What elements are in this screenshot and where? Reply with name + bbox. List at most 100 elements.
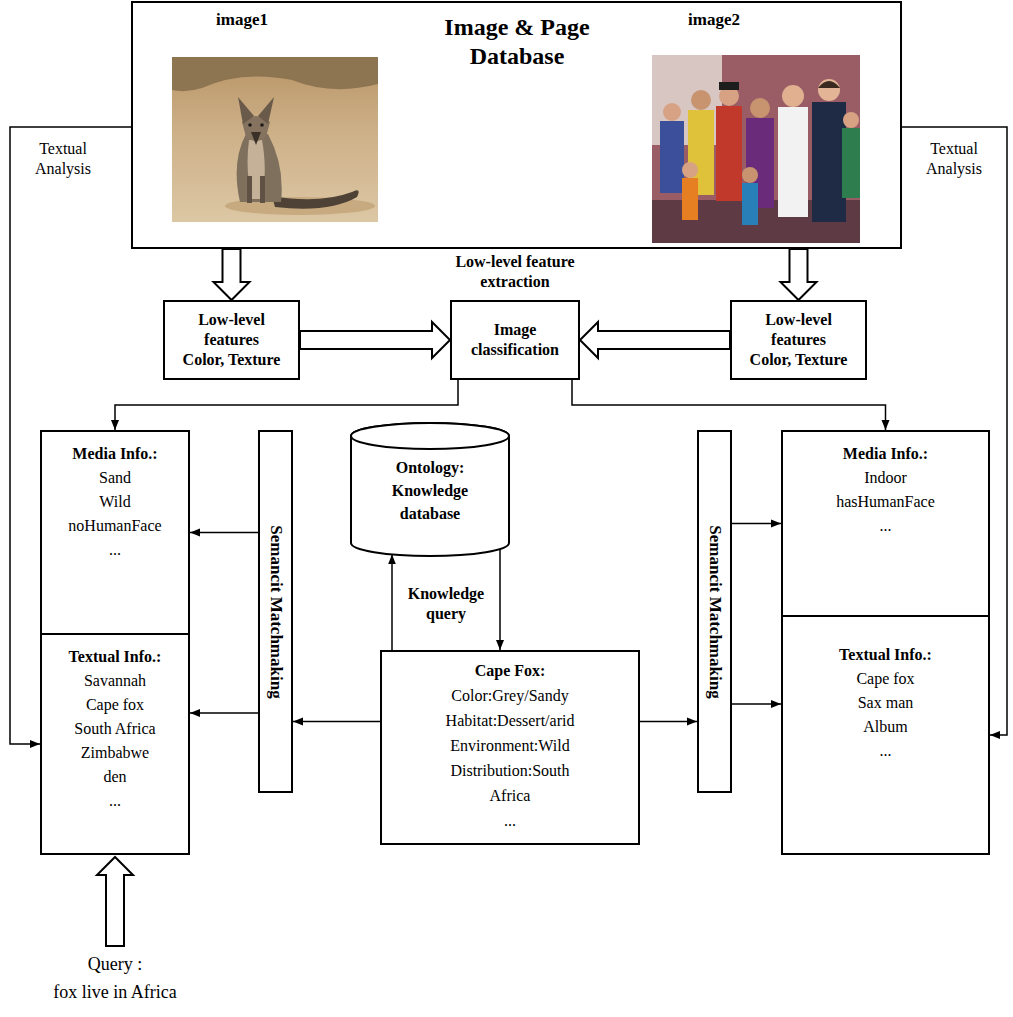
person (691, 90, 711, 110)
flow-arrow (732, 703, 781, 705)
cylinder-top (351, 423, 509, 449)
list-item: Cape fox (856, 667, 914, 691)
person (812, 102, 846, 222)
info-box: Textual Info.:Cape foxSax manAlbum... (781, 615, 990, 855)
query-text: fox live in Africa (15, 981, 215, 1004)
list-item: noHumanFace (68, 514, 161, 538)
process-box: Image classification (450, 300, 580, 380)
frame-title: Image & Page Database (412, 13, 622, 71)
box-label: Image classification (465, 320, 565, 360)
bar-label: Semancit Matchmaking (704, 525, 725, 698)
flow-arrow (499, 549, 501, 650)
box-label: Color, Texture (750, 350, 848, 370)
person (842, 128, 860, 198)
info-box: Media Info.:SandWildnoHumanFace... (40, 430, 190, 635)
cylinder-body (351, 423, 509, 556)
concept-box: Cape Fox:Color:Grey/SandyHabitat:Dessert… (380, 650, 640, 845)
photo-back (652, 55, 860, 243)
edge-label: Textual Analysis (18, 139, 108, 179)
flow-arrow (572, 380, 886, 430)
list-item: Cape fox (86, 693, 144, 717)
ontology-cylinder: Ontology: Knowledge database (350, 422, 510, 557)
list-item: Album (863, 715, 907, 739)
person (750, 98, 770, 118)
person (682, 178, 698, 220)
box-heading: Cape Fox: (475, 658, 546, 683)
photo-ground (172, 57, 378, 222)
flow-arrow (640, 721, 697, 723)
list-item: ... (109, 538, 121, 562)
list-item: ... (880, 739, 892, 763)
person (782, 85, 804, 107)
flow-arrow (732, 523, 781, 525)
feature-box: Low-level featuresColor, Texture (730, 300, 867, 380)
block-arrow (580, 322, 730, 358)
list-item: ... (880, 514, 892, 538)
flow-arrow (391, 554, 393, 650)
person (778, 107, 808, 217)
box-label: Low-level features (184, 310, 279, 350)
person (716, 106, 742, 201)
box-heading: Media Info.: (843, 442, 928, 466)
box-heading: Media Info.: (72, 442, 157, 466)
list-item: South Africa (74, 717, 155, 741)
process-label: Knowledge query (396, 584, 496, 624)
list-item: Habitat:Dessert/arid (446, 708, 575, 733)
list-item: den (103, 765, 126, 789)
query-label: Query : (40, 953, 190, 976)
list-item: Sax man (858, 691, 914, 715)
image-caption: image2 (688, 9, 740, 30)
list-item: Color:Grey/Sandy (451, 683, 568, 708)
info-box: Media Info.:IndoorhasHumanFace... (781, 430, 990, 617)
query-block-arrow (97, 857, 133, 946)
person (663, 103, 681, 121)
crowd-photo (652, 55, 860, 243)
person (742, 167, 758, 183)
list-item: Zimbabwe (81, 741, 149, 765)
block-arrow (214, 249, 250, 300)
fox-body (237, 134, 282, 202)
fox-photo (172, 57, 378, 222)
fox-leg (247, 176, 252, 203)
fox-ear (258, 97, 274, 124)
edge-label: Textual Analysis (909, 139, 999, 179)
box-heading: Textual Info.: (69, 645, 162, 669)
flow-arrow (190, 712, 258, 714)
person (682, 162, 698, 178)
person (742, 183, 758, 225)
fox-leg (260, 176, 265, 203)
person (719, 82, 739, 90)
list-item: Distribution:South Africa (440, 758, 580, 808)
block-arrow (781, 249, 817, 300)
box-label: Low-level features (751, 310, 846, 350)
list-item: Sand (99, 466, 131, 490)
box-label: Color, Texture (183, 350, 281, 370)
list-item: Savannah (84, 669, 146, 693)
flow-arrow (190, 532, 258, 534)
process-label: Low-level feature extraction (435, 252, 595, 292)
person (660, 121, 684, 193)
box-heading: Textual Info.: (839, 643, 932, 667)
fox-eye (248, 123, 252, 127)
flow-arrow (293, 721, 380, 723)
list-item: hasHumanFace (836, 490, 935, 514)
box-label: Ontology: Knowledge database (384, 456, 476, 525)
info-box: Textual Info.:SavannahCape foxSouth Afri… (40, 633, 190, 855)
person (818, 79, 840, 101)
fox-eye (260, 123, 264, 127)
database-frame: image1 Image & Page Database image2 (131, 1, 902, 249)
feature-box: Low-level featuresColor, Texture (163, 300, 300, 380)
fox-snout (251, 132, 261, 145)
list-item: Indoor (864, 466, 907, 490)
image-caption: image1 (216, 9, 268, 30)
flow-arrow (115, 380, 458, 430)
person (818, 81, 840, 88)
list-item: ... (109, 789, 121, 813)
list-item: Environment:Wild (450, 733, 569, 758)
block-arrow (300, 322, 450, 358)
fox-tail (272, 190, 359, 208)
photo-bush (172, 57, 378, 91)
bar-label: Semancit Matchmaking (265, 525, 286, 698)
fox-ear (238, 97, 254, 124)
person (843, 112, 859, 128)
